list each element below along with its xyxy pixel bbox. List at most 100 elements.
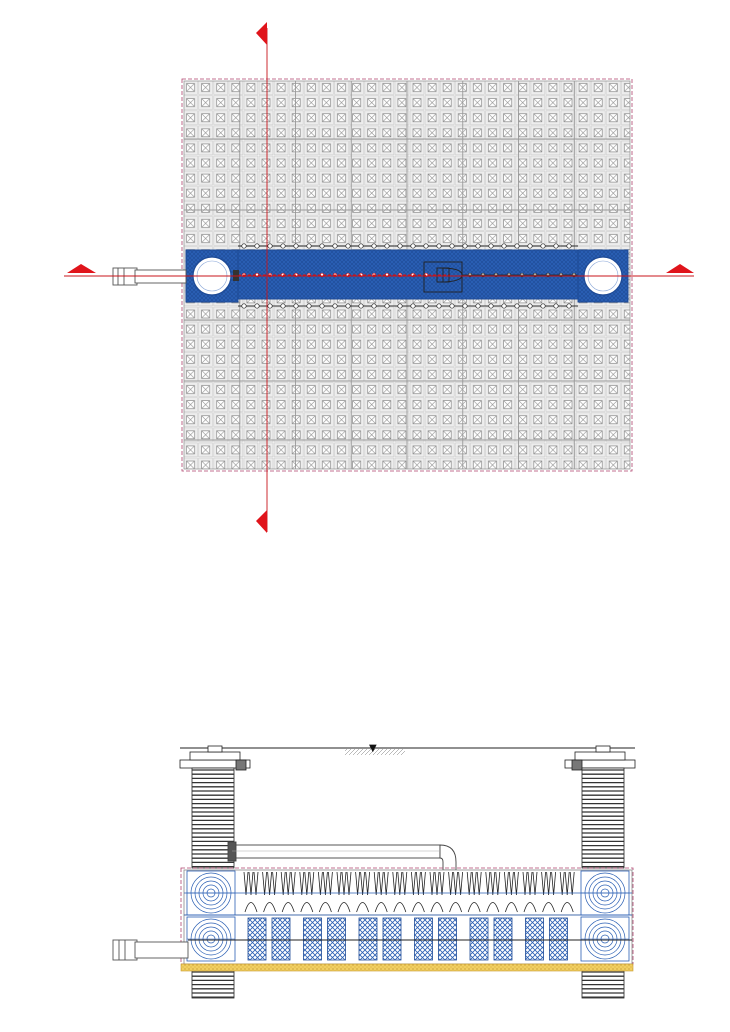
upper-module-cell xyxy=(559,871,575,913)
cell-arch xyxy=(300,902,314,913)
cell-strut xyxy=(355,871,360,896)
cell-strut xyxy=(429,871,435,896)
cell-strut xyxy=(397,871,403,896)
channel-access-dot xyxy=(254,303,260,309)
cell-arch xyxy=(560,902,574,913)
channel-access-dot xyxy=(306,243,312,249)
cell-strut xyxy=(365,871,370,896)
cell-strut xyxy=(439,871,445,896)
upper-module-cell xyxy=(485,871,501,913)
channel-access-dot xyxy=(397,243,403,249)
cell-arch xyxy=(505,902,518,913)
cell-strut xyxy=(504,871,509,896)
pipe-connector xyxy=(233,270,239,281)
channel-access-dot xyxy=(319,243,325,249)
channel-access-dot xyxy=(332,303,338,309)
left-corrugated-shaft xyxy=(191,767,235,999)
cell-strut xyxy=(290,871,296,896)
channel-access-dot xyxy=(540,303,546,309)
upper-module-cells xyxy=(183,869,633,916)
channel-access-dot xyxy=(410,243,416,249)
section-view: ▼ xyxy=(112,743,636,999)
channel-access-dot xyxy=(410,303,416,309)
cell-strut xyxy=(564,871,570,896)
cell-strut xyxy=(336,871,342,896)
cell-strut xyxy=(323,871,328,896)
cell-strut xyxy=(416,871,421,896)
cell-strut xyxy=(328,871,333,896)
cell-arch xyxy=(356,902,369,913)
upper-module-cell xyxy=(429,871,445,913)
channel-access-dot xyxy=(475,243,481,249)
channel-access-dot xyxy=(566,303,572,309)
cell-strut xyxy=(434,871,440,896)
channel-access-dot xyxy=(293,243,299,249)
cell-strut xyxy=(541,871,546,896)
cell-strut xyxy=(318,871,323,896)
cell-arch xyxy=(523,902,537,913)
channel-access-dot xyxy=(371,243,377,249)
cell-strut xyxy=(522,871,528,896)
upper-module-cell xyxy=(318,871,333,913)
channel-access-dot xyxy=(371,303,377,309)
cell-strut xyxy=(378,871,384,896)
channel-access-dot xyxy=(423,243,429,249)
section-marker-top xyxy=(256,22,267,45)
lower-module-block xyxy=(438,917,457,961)
cell-arch xyxy=(319,902,332,913)
lower-module-block xyxy=(414,917,433,961)
channel-access-dot xyxy=(449,303,455,309)
channel-access-dot xyxy=(397,303,403,309)
shaft-ring-group xyxy=(186,916,236,962)
shaft-wall xyxy=(581,767,625,869)
channel-access-dot xyxy=(527,303,533,309)
channel-access-dot xyxy=(306,303,312,309)
channel-access-dot xyxy=(553,243,559,249)
channel-access-dot xyxy=(436,303,442,309)
cell-strut xyxy=(546,871,551,896)
lower-module-block xyxy=(469,917,489,961)
lower-module-block xyxy=(525,917,544,961)
plan-view xyxy=(64,22,694,533)
cell-strut xyxy=(341,871,347,896)
channel-access-dot xyxy=(319,303,325,309)
upper-module-cell xyxy=(355,871,370,913)
upper-layer-frame xyxy=(183,869,633,916)
channel-access-points xyxy=(238,243,578,309)
cell-strut xyxy=(243,871,249,896)
cell-arch xyxy=(430,902,444,913)
cell-strut xyxy=(309,871,315,896)
cell-strut xyxy=(559,871,565,896)
cell-arch xyxy=(412,902,425,913)
lower-module-block xyxy=(549,917,568,961)
channel-access-dot xyxy=(293,303,299,309)
upper-module-cell xyxy=(504,871,519,913)
section-marker-right xyxy=(666,264,694,273)
channel-access-dot xyxy=(332,243,338,249)
lower-module-block xyxy=(382,917,402,961)
cell-arch xyxy=(337,902,351,913)
section-marker-left xyxy=(67,264,96,273)
channel-access-dot xyxy=(280,243,286,249)
channel-access-dot xyxy=(514,303,520,309)
channel-access-dot xyxy=(475,303,481,309)
upper-module-cell xyxy=(336,871,352,913)
cell-strut xyxy=(248,871,254,896)
cell-strut xyxy=(551,871,556,896)
channel-access-dot xyxy=(462,243,468,249)
ground-hatch xyxy=(345,749,405,755)
section-bottom-inlet xyxy=(112,939,189,961)
cell-strut xyxy=(471,871,477,896)
upper-module-cell xyxy=(541,871,556,913)
cell-strut xyxy=(392,871,398,896)
cell-strut xyxy=(569,871,575,896)
bedding-layer xyxy=(180,963,634,972)
section-inlet-pipe xyxy=(227,841,457,871)
channel-access-dot xyxy=(254,243,260,249)
channel-access-dot xyxy=(501,303,507,309)
channel-access-dot xyxy=(527,243,533,249)
cell-strut xyxy=(360,871,365,896)
cell-strut xyxy=(490,871,496,896)
cell-strut xyxy=(346,871,352,896)
lower-module-block xyxy=(327,917,346,961)
